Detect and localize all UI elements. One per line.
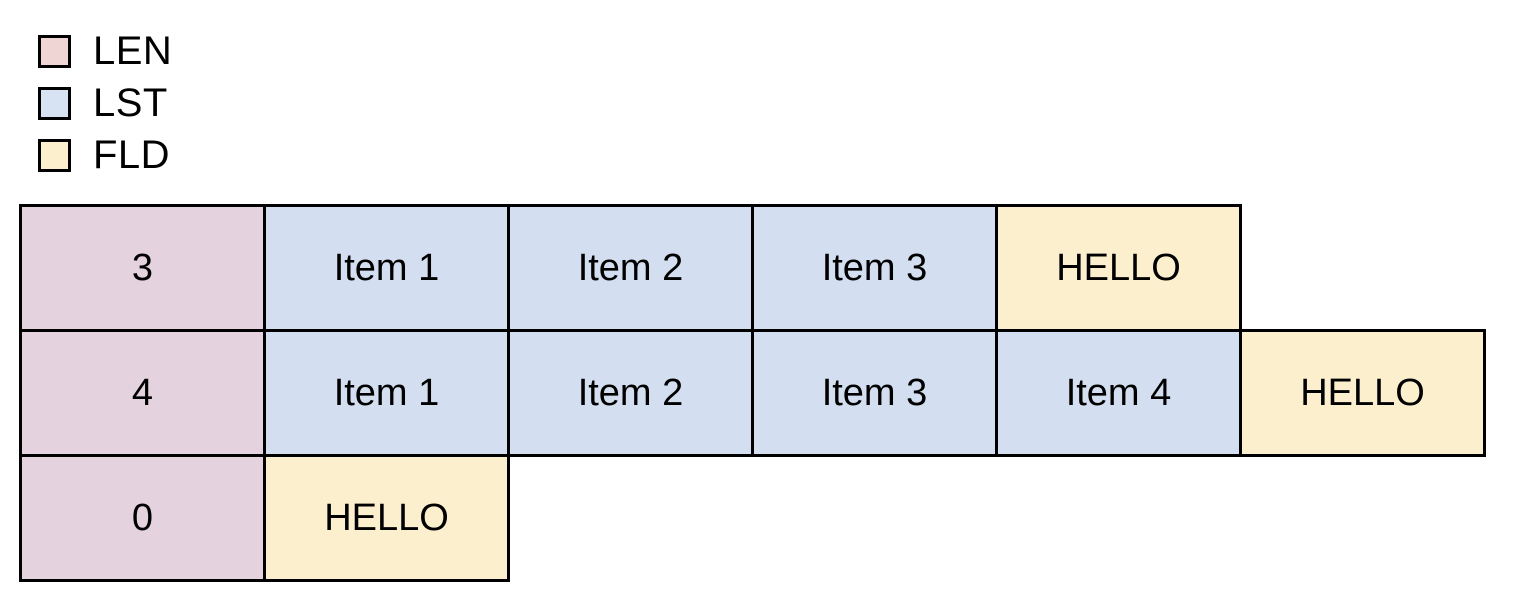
cell-lst: Item 3 <box>751 329 998 457</box>
legend-label: LST <box>93 81 168 125</box>
cell-lst: Item 2 <box>507 204 754 332</box>
cell-len: 0 <box>19 454 266 582</box>
legend-item-lst: LST <box>38 77 172 129</box>
cell-fld: HELLO <box>995 204 1242 332</box>
cell-fld: HELLO <box>263 454 510 582</box>
legend: LEN LST FLD <box>38 25 172 181</box>
cell-lst: Item 2 <box>507 329 754 457</box>
cell-len: 4 <box>19 329 266 457</box>
legend-swatch-lst-icon <box>38 86 71 120</box>
cell-lst: Item 1 <box>263 204 510 332</box>
cell-len: 3 <box>19 204 266 332</box>
legend-swatch-len-icon <box>38 34 71 68</box>
cell-fld: HELLO <box>1239 329 1486 457</box>
legend-item-fld: FLD <box>38 129 172 181</box>
legend-item-len: LEN <box>38 25 172 77</box>
cell-lst: Item 4 <box>995 329 1242 457</box>
legend-label: LEN <box>93 29 173 73</box>
cell-lst: Item 3 <box>751 204 998 332</box>
legend-label: FLD <box>93 133 171 177</box>
legend-swatch-fld-icon <box>38 138 71 172</box>
cell-lst: Item 1 <box>263 329 510 457</box>
